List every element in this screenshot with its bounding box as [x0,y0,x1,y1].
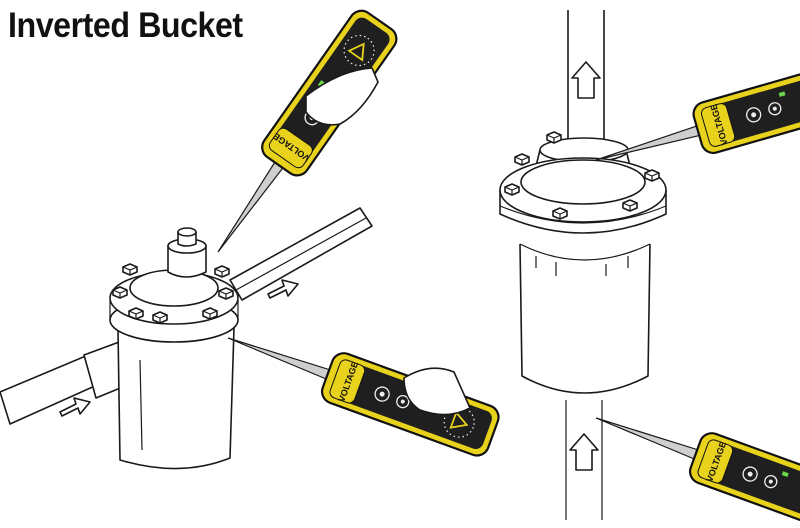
trap-body [117,327,235,470]
hand-icon [305,67,379,126]
diagram-title: Inverted Bucket [8,6,243,45]
left-trap-illustration [0,4,503,470]
ultrasonic-tool-bottom [586,392,800,528]
arrow-up-icon [571,61,601,99]
arrow-up-icon [569,433,599,471]
top-plug [167,245,207,278]
arrow-right-icon [59,397,91,417]
arrow-right-icon [267,279,299,299]
right-trap-illustration [499,10,800,528]
trap-body [519,243,651,394]
hand-icon [403,367,471,416]
